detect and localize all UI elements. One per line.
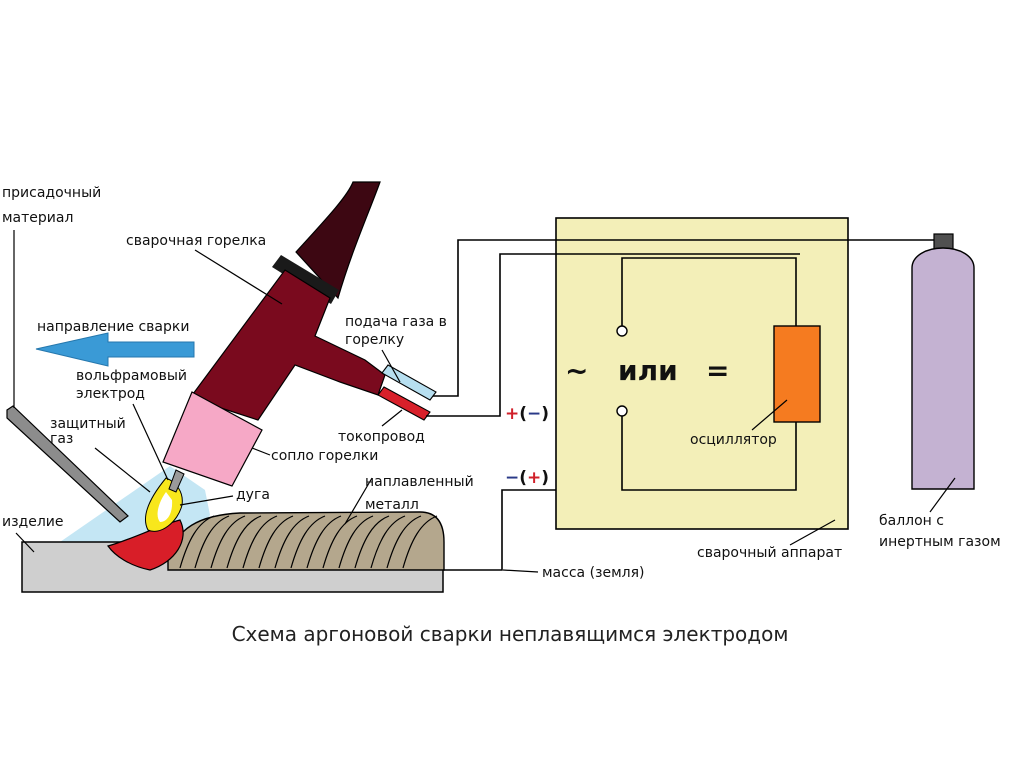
label-shield-gas-line-2: газ [50,431,73,447]
leader-deposit [344,477,373,525]
leader-gas-supply [381,349,401,383]
current-lead-hose [377,386,431,421]
cylinder-valve [933,233,954,250]
label-arc: дуга [236,487,270,503]
leader-cylinder [929,477,956,513]
label-filler-material-line-1: присадочный [2,185,101,201]
gas-cylinder [911,247,975,490]
label-welding-machine: сварочный аппарат [697,545,842,561]
diagram-caption: Схема аргоновой сварки неплавящимся элек… [232,622,789,646]
terminal-top [616,325,628,337]
label-ground: масса (земля) [542,565,644,581]
leader-ground [502,569,539,573]
label-nozzle: сопло горелки [271,448,378,464]
torch-nozzle [162,391,263,487]
label-gas-supply-line-1: подача газа в [345,314,447,330]
label-cylinder-line-1: баллон с [879,513,944,529]
gas-hose-line [433,239,934,397]
polarity-top: +(−) [505,404,549,424]
weld-pool [107,519,184,571]
tungsten-electrode [168,469,185,493]
label-electrode-line-2: электрод [76,386,145,402]
deposited-metal [167,511,445,571]
ac-symbol: ~ [565,354,588,387]
label-electrode-line-1: вольфрамовый [76,368,187,384]
dc-symbol: = [706,354,729,387]
leader-shield-gas [94,447,151,493]
label-shield-gas-line-1: защитный [50,416,126,432]
torch-handle [295,181,381,300]
filler-rod [6,405,129,523]
label-current-lead: токопровод [338,429,425,445]
or-text: или [618,354,678,387]
torch-collar [272,255,339,304]
label-torch: сварочная горелка [126,233,266,249]
label-oscillator: осциллятор [690,432,777,448]
label-weld-direction: направление сварки [37,319,189,335]
label-workpiece: изделие [2,514,64,530]
leader-workpiece [15,532,35,553]
leader-arc [179,495,234,506]
label-gas-supply-line-2: горелку [345,332,404,348]
oscillator [773,325,821,423]
current-cable [426,253,800,417]
terminal-bottom [616,405,628,417]
label-deposit-line-2: металл [365,497,419,513]
polarity-bottom: −(+) [505,468,549,488]
ground-cable [443,489,556,571]
arc-core [157,492,173,522]
label-cylinder-line-2: инертным газом [879,534,1001,550]
leader-machine [789,519,836,546]
oscillator-leader [751,399,788,431]
weld-direction-arrow [35,332,195,367]
leader-torch [194,249,283,305]
label-filler-material-line-2: материал [2,210,73,226]
leader-electrode [132,403,169,481]
leader-current [381,409,403,427]
leader-nozzle [251,447,271,456]
label-deposit-line-1: наплавленный [365,474,474,490]
